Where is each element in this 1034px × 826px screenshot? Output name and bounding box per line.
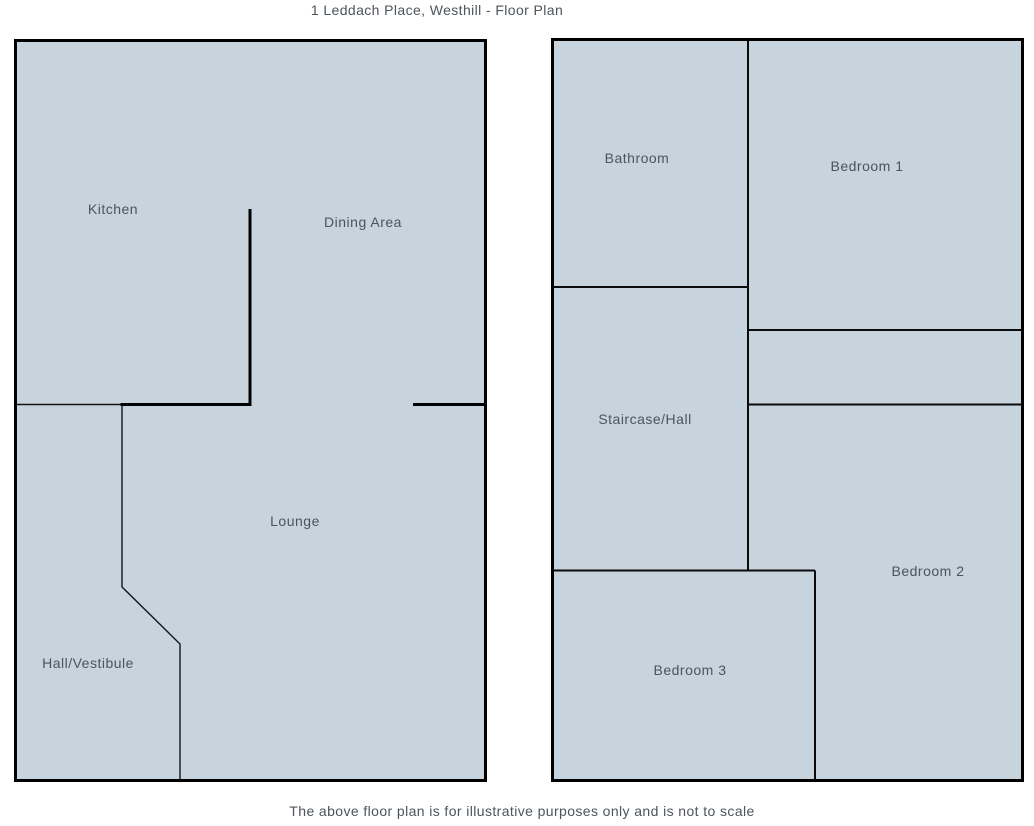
room-label-bedroom-2: Bedroom 2 (891, 563, 965, 579)
ground-floor-footprint (14, 39, 487, 782)
ground-floor-plan (14, 39, 487, 782)
first-floor-interior-walls (554, 41, 1022, 779)
first-floor-plan (551, 38, 1024, 782)
room-label-hall-vestibule: Hall/Vestibule (42, 655, 134, 671)
room-label-kitchen: Kitchen (87, 201, 139, 217)
room-label-bedroom-3: Bedroom 3 (653, 662, 727, 678)
room-label-lounge: Lounge (270, 513, 320, 529)
first-floor-footprint (551, 38, 1024, 782)
room-label-dining-area: Dining Area (324, 214, 402, 230)
disclaimer-text: The above floor plan is for illustrative… (289, 803, 755, 819)
ground-floor-interior-walls-thin (17, 403, 181, 780)
room-label-staircase-hall: Staircase/Hall (598, 411, 692, 427)
room-label-bathroom: Bathroom (604, 150, 670, 166)
room-label-bedroom-1: Bedroom 1 (830, 158, 904, 174)
ground-floor-interior-walls-thick (120, 209, 484, 406)
page-title: 1 Leddach Place, Westhill - Floor Plan (310, 2, 564, 18)
